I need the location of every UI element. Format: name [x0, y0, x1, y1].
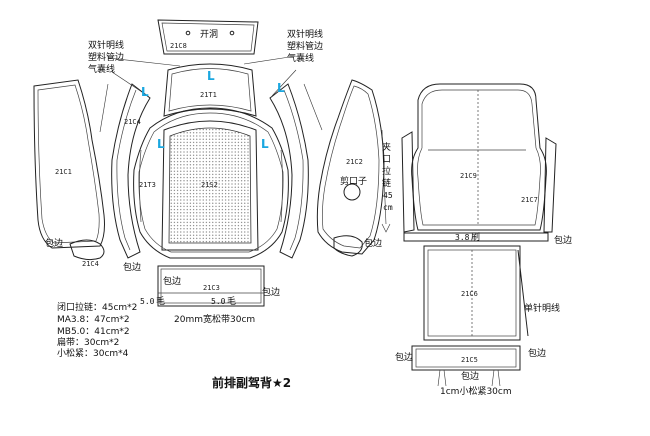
piece-label-21c5: 21C5	[461, 356, 478, 364]
piece-label-21c9: 21C9	[460, 172, 477, 180]
piece-label-21c7: 21C7	[521, 196, 538, 204]
piece-21c4-bottom: 21C4	[69, 239, 105, 268]
elastic-band-label: 20mm宽松带30cm	[174, 313, 255, 325]
single-stitch-leader	[517, 249, 529, 337]
baobian-label-1: 包边	[45, 237, 63, 249]
baobian-label-8: 包边	[528, 347, 546, 359]
piece-21c6: 21C6	[423, 245, 521, 341]
single-stitch-label: 单针明线	[524, 302, 560, 314]
piece-label-21t1: 21T1	[200, 91, 217, 99]
svg-text:拉: 拉	[382, 165, 391, 177]
svg-text:刷: 刷	[471, 232, 480, 243]
baobian-label-7: 包边	[395, 351, 413, 363]
piece-21c7-strip	[543, 137, 557, 233]
svg-text:口: 口	[382, 155, 391, 165]
jiankouzi-label: 剪口子	[340, 175, 367, 187]
piece-label-21t3: 21T3	[139, 181, 156, 189]
stitch-labels-right: 双针明线 塑料管边 气囊线	[287, 28, 323, 64]
baobian-label-4: 包边	[262, 286, 280, 298]
piece-21c2: 21C2 剪口子	[316, 79, 385, 255]
piece-21c5: 21C5	[411, 345, 521, 387]
note-item: 小松紧：30cm*4	[57, 347, 129, 359]
piece-21c2-hook	[333, 235, 363, 257]
piece-label-21c4-top: 21C4	[124, 118, 141, 126]
note-item: MA3.8：47cm*2	[57, 315, 130, 325]
piece-21c3: 21C3	[157, 265, 265, 307]
svg-text:塑料管边: 塑料管边	[287, 40, 323, 52]
elastic-band-bottom-label: 1cm小松紧30cm	[440, 385, 512, 397]
piece-21c4-left: 21C4	[111, 83, 151, 259]
marker-l-top: L	[207, 69, 215, 83]
piece-label-21c1: 21C1	[55, 168, 72, 176]
mark-5-0-left: 5.0 毛	[140, 295, 165, 307]
svg-text:气囊线: 气囊线	[88, 63, 115, 75]
baobian-label-3: 包边	[163, 275, 181, 287]
piece-label-21s2: 21S2	[201, 181, 218, 189]
note-item: MB5.0：41cm*2	[57, 327, 130, 337]
piece-21c9: 21C9	[411, 83, 547, 231]
baobian-label-5: 包边	[364, 237, 382, 249]
svg-text:5.0: 5.0	[211, 297, 226, 306]
svg-text:双针明线: 双针明线	[88, 39, 124, 51]
strip-3-8: 3.8 刷	[403, 232, 549, 243]
footer-title: 前排副驾背★2	[212, 375, 291, 390]
piece-21s2: 21S2	[161, 120, 259, 251]
piece-label-21c4-bottom: 21C4	[82, 260, 99, 268]
svg-text:45: 45	[383, 191, 393, 200]
marker-l-right-lower: L	[261, 137, 269, 151]
material-notes: 闭口拉链：45cm*2 MA3.8：47cm*2 MB5.0：41cm*2 扁带…	[57, 301, 137, 359]
piece-21t3: 21T3	[133, 107, 289, 259]
svg-text:毛: 毛	[156, 295, 165, 307]
piece-side-strip-left	[401, 131, 415, 233]
svg-text:cm: cm	[383, 203, 393, 212]
stitch-labels-left: 双针明线 塑料管边 气囊线	[88, 39, 124, 75]
svg-text:夹: 夹	[382, 141, 391, 153]
marker-l-left-lower: L	[157, 137, 165, 151]
baobian-label-6: 包边	[554, 234, 572, 246]
svg-text:毛: 毛	[227, 295, 236, 307]
svg-text:塑料管边: 塑料管边	[88, 51, 124, 63]
mark-5-0-mid: 5.0 毛	[211, 295, 236, 307]
baobian-label-2: 包边	[123, 261, 141, 273]
marker-l-right: L	[277, 81, 285, 95]
svg-text:气囊线: 气囊线	[287, 52, 314, 64]
svg-text:链: 链	[382, 177, 391, 189]
leader-lines	[99, 55, 391, 233]
piece-label-21c2: 21C2	[346, 158, 363, 166]
piece-label-21c3: 21C3	[203, 284, 220, 292]
piece-21c1: 21C1	[33, 79, 105, 249]
piece-label-21c6: 21C6	[461, 290, 478, 298]
svg-text:双针明线: 双针明线	[287, 28, 323, 40]
marker-l-left: L	[141, 85, 149, 99]
kaidong-label: 开洞	[200, 29, 218, 40]
note-item: 闭口拉链：45cm*2	[57, 301, 137, 313]
piece-21c8: 开洞 21C8	[157, 19, 259, 55]
piece-21c4-right	[269, 83, 309, 259]
svg-text:3.8: 3.8	[455, 233, 470, 242]
zipper-vertical-label: 夹 口 拉 链 45 cm	[382, 141, 393, 212]
baobian-label-9: 包边	[461, 370, 479, 382]
note-item: 扁带：30cm*2	[57, 336, 119, 348]
svg-text:5.0: 5.0	[140, 297, 155, 306]
piece-label-21c8: 21C8	[170, 42, 187, 50]
